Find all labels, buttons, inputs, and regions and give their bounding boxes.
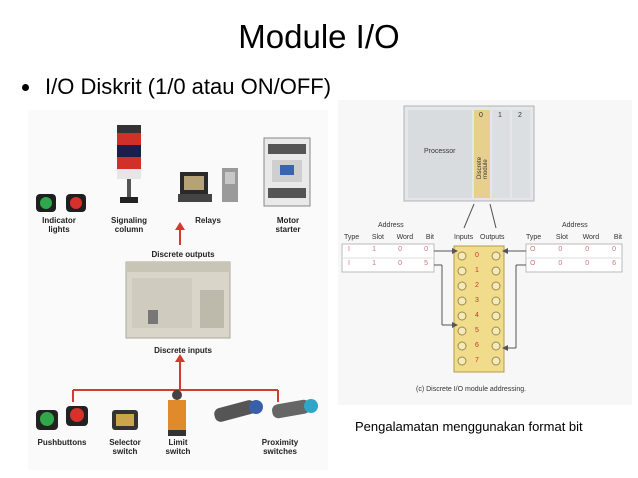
header-bit: Bit: [425, 234, 434, 241]
left-row2-type: I: [348, 260, 350, 267]
left-row2-slot: 1: [372, 260, 376, 267]
bit-label: 1: [475, 267, 479, 274]
output-terminal: [491, 281, 501, 291]
input-terminal: [457, 281, 467, 291]
right-row2-bit: 6: [612, 260, 616, 267]
header-type: Type: [344, 234, 360, 241]
output-terminal: [491, 311, 501, 321]
devices-illustration: [36, 125, 318, 436]
signaling-column-icon: [117, 125, 141, 203]
discrete-io-devices-figure: Indicator lights Signaling column Relays…: [28, 110, 328, 470]
right-row2-word: 0: [585, 260, 590, 267]
slot-number-1: 1: [498, 112, 502, 119]
signaling-column-label: Signaling column: [111, 216, 147, 234]
bit-label: 3: [475, 297, 479, 304]
proximity-switches-icon: [214, 399, 318, 422]
bullet-dot-icon: [22, 83, 29, 91]
header-word: Word: [396, 234, 414, 241]
selector-switch-label: Selector switch: [109, 438, 141, 456]
pushbuttons-label: Pushbuttons: [37, 438, 87, 447]
left-row-word: 0: [398, 246, 402, 253]
left-row-type: I: [348, 246, 350, 253]
header-slot-right: Slot: [555, 234, 568, 241]
right-row-bit: 0: [612, 246, 616, 253]
discrete-module-label: Discrete module: [477, 156, 489, 179]
discrete-outputs-label: Discrete outputs: [151, 250, 215, 259]
slide-title: Module I/O: [238, 18, 400, 55]
input-terminal: [457, 296, 467, 306]
bullet-text: I/O Diskrit (1/0 atau ON/OFF): [45, 74, 332, 99]
addressing-diagram: [341, 105, 623, 373]
left-address-row-2: I 1 0 5: [348, 260, 428, 267]
header-bit-right: Bit: [613, 234, 622, 241]
left-row2-bit: 5: [424, 260, 428, 267]
plc-icon: [125, 261, 231, 339]
left-row-bit: 0: [424, 246, 428, 253]
outputs-label: Outputs: [480, 234, 505, 241]
input-terminal: [457, 311, 467, 321]
discrete-inputs-label: Discrete inputs: [154, 346, 212, 355]
right-table-headers: Type Slot Word Bit: [526, 234, 622, 241]
slot-number-0: 0: [479, 112, 483, 119]
right-row-slot: 0: [558, 246, 563, 253]
right-row2-slot: 0: [558, 260, 563, 267]
output-terminal: [491, 356, 501, 366]
right-row-type: O: [530, 246, 536, 253]
right-address-row: O 0 0 0: [530, 246, 616, 253]
bit-label: 5: [475, 327, 479, 334]
relays-icon: [178, 168, 238, 202]
bit-label: 0: [475, 252, 479, 259]
selector-switch-icon: [112, 410, 138, 430]
left-address-row: I 1 0 0: [348, 246, 428, 253]
right-address-row-2: O 0 0 6: [530, 260, 616, 267]
input-terminal: [457, 251, 467, 261]
bullet-item: I/O Diskrit (1/0 atau ON/OFF): [22, 74, 331, 100]
inputs-label: Inputs: [454, 234, 474, 241]
output-terminal: [491, 251, 501, 261]
bit-label: 4: [475, 312, 479, 319]
motor-starter-label: Motor starter: [275, 216, 301, 234]
header-word-right: Word: [582, 234, 600, 241]
address-label-left: Address: [378, 222, 404, 229]
address-label-right: Address: [562, 222, 588, 229]
limit-switch-icon: [168, 390, 186, 436]
input-terminal: [457, 341, 467, 351]
figure-caption: (c) Discrete I/O module addressing.: [416, 386, 527, 393]
right-row-word: 0: [585, 246, 590, 253]
discrete-io-addressing-figure: Processor Discrete module 0 1 2 Address …: [338, 100, 632, 405]
left-row2-word: 0: [398, 260, 402, 267]
indicator-lights-icon: [36, 194, 86, 212]
proximity-switches-label: Proximity switches: [261, 438, 299, 456]
terminal-block: [457, 251, 501, 366]
left-table-headers: Type Slot Word Bit: [344, 234, 434, 241]
processor-label: Processor: [424, 148, 456, 155]
bit-label: 2: [475, 282, 479, 289]
bit-label: 7: [475, 357, 479, 364]
bit-label: 6: [475, 342, 479, 349]
motor-starter-icon: [263, 137, 311, 207]
output-terminal: [491, 266, 501, 276]
output-terminal: [491, 341, 501, 351]
left-row-slot: 1: [372, 246, 376, 253]
limit-switch-label: Limit switch: [165, 438, 191, 456]
output-terminal: [491, 296, 501, 306]
input-terminal: [457, 356, 467, 366]
input-terminal: [457, 326, 467, 336]
slot-number-2: 2: [518, 112, 522, 119]
slide-caption: Pengalamatan menggunakan format bit: [355, 419, 583, 434]
right-row2-type: O: [530, 260, 536, 267]
header-type-right: Type: [526, 234, 542, 241]
input-terminal: [457, 266, 467, 276]
discrete-module-icon: [474, 110, 490, 198]
header-slot: Slot: [371, 234, 384, 241]
output-terminal: [491, 326, 501, 336]
indicator-lights-label: Indicator lights: [42, 216, 76, 234]
relays-label: Relays: [195, 216, 221, 225]
pushbuttons-icon: [36, 406, 88, 430]
